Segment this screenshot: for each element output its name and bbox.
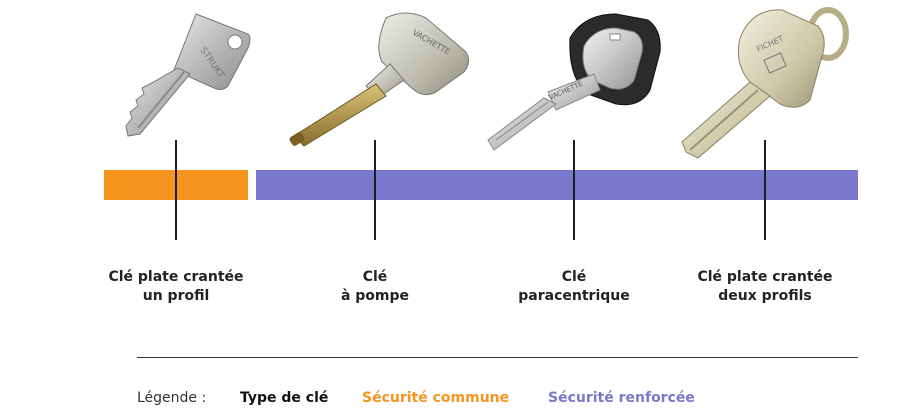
tick-key-4	[764, 140, 766, 240]
key-label-paracentric: Clé paracentrique	[484, 268, 664, 306]
key-label-line1: Clé	[561, 269, 587, 285]
legend-security-renforcee: Sécurité renforcée	[548, 390, 695, 406]
paracentric-key-image: VACHETTE	[487, 13, 661, 151]
key-label-line1: Clé plate crantée	[108, 269, 244, 285]
key-label-pump: Clé à pompe	[285, 268, 465, 306]
pump-key-image: VACHETTE	[289, 12, 470, 147]
key-label-line2: un profil	[142, 288, 210, 304]
key-label-line1: Clé plate crantée	[697, 269, 833, 285]
legend-divider	[137, 357, 858, 358]
security-bar-renforcee	[256, 170, 858, 200]
legend-title: Légende :	[137, 390, 207, 406]
legend-security-commune: Sécurité commune	[362, 390, 510, 406]
key-label-line2: deux profils	[718, 288, 812, 304]
flat-key-one-profile-image: STRUKT	[125, 13, 251, 137]
tick-key-1	[175, 140, 177, 240]
key-label-line2: à pompe	[340, 288, 410, 304]
key-label-flat-one-profile: Clé plate crantée un profil	[86, 268, 266, 306]
tick-key-2	[374, 140, 376, 240]
legend-key-type: Type de clé	[240, 390, 329, 406]
key-label-flat-two-profiles: Clé plate crantée deux profils	[675, 268, 855, 306]
key-label-line2: paracentrique	[518, 288, 630, 304]
tick-key-3	[573, 140, 575, 240]
flat-key-two-profiles-image: FICHET	[681, 7, 849, 159]
key-label-line1: Clé	[362, 269, 388, 285]
